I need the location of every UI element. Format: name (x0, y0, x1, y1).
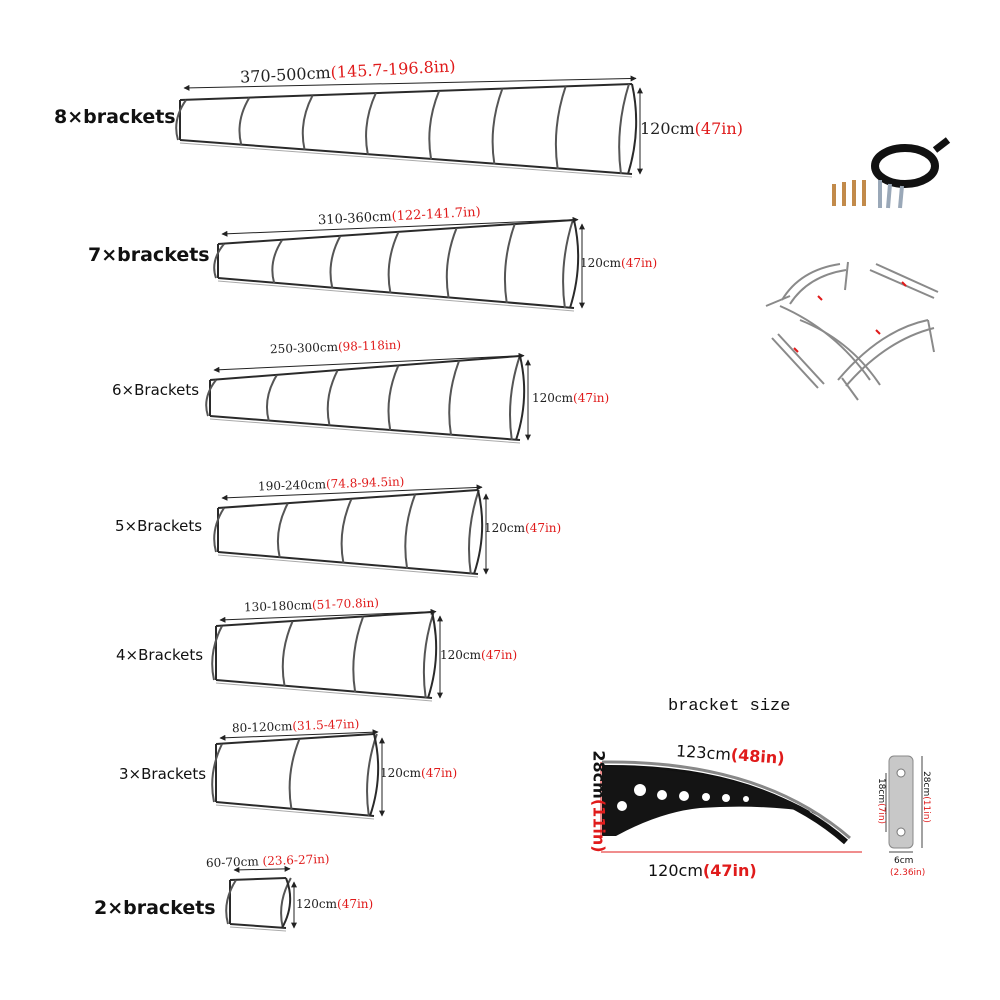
canopy-bracket-rib (554, 85, 567, 170)
canopy-7-height: 120cm(47in) (580, 256, 658, 270)
plate-height: 28cm(11in) (920, 771, 931, 823)
canopy-bracket-rib (491, 88, 504, 165)
canopy-bracket-rib (352, 616, 365, 693)
canopy-bracket-rib (428, 90, 441, 160)
bracket-diagram (600, 755, 923, 853)
canopy-bracket-rib (445, 227, 458, 299)
canopy-6-height: 120cm(47in) (532, 391, 610, 405)
plate-width-in: (2.36in) (890, 868, 926, 878)
canopy-bracket-rib (562, 219, 574, 309)
canopy-label-6: 6×Brackets (112, 381, 200, 399)
canopy-width-arrow (183, 75, 637, 91)
canopy-bracket-rib (387, 231, 400, 294)
canopy-frame-6 (205, 355, 526, 444)
canopy-3-height: 120cm(47in) (380, 766, 458, 780)
canopy-bracket-rib (340, 498, 353, 564)
plate-hole-spacing: 18cm(7in) (876, 777, 887, 825)
canopy-bracket-rib (326, 369, 339, 426)
rubber-seal-roll-icon (871, 144, 939, 188)
bracket-height: 28cm(11in) (589, 750, 609, 853)
canopy-bracket-rib (211, 625, 223, 681)
canopy-bracket-rib (225, 879, 237, 925)
canopy-bracket-rib (213, 507, 225, 553)
bracket-length: 120cm(47in) (648, 861, 757, 880)
bracket-scroll-ornament (617, 784, 749, 811)
canopy-label-2: 2×brackets (94, 897, 216, 919)
canopy-label-7: 7×brackets (88, 244, 210, 266)
canopy-label-5: 5×Brackets (115, 517, 203, 535)
canopy-bracket-rib (404, 494, 417, 569)
canopy-width-arrow (221, 216, 579, 237)
bracket-size-title: bracket size (668, 697, 791, 716)
canopy-frame-5 (213, 489, 484, 578)
canopy-bracket-rib (280, 877, 292, 929)
canopy-bracket-rib (238, 97, 251, 146)
bracket-arc (601, 760, 851, 840)
canopy-layer (175, 75, 643, 932)
canopy-bracket-rib (509, 355, 521, 441)
canopy-width-arrow (219, 608, 437, 623)
bracket-body (602, 766, 832, 836)
canopy-label-3: 3×Brackets (119, 765, 207, 783)
canopy-frame-4 (211, 611, 438, 702)
canopy-bracket-rib (205, 379, 217, 417)
canopy-bracket-rib (175, 99, 187, 141)
canopy-bracket-rib (366, 733, 378, 817)
canopy-4-height: 120cm(47in) (440, 648, 518, 662)
canopy-bracket-rib (365, 92, 377, 155)
canopy-bracket-rib (618, 83, 630, 175)
canopy-frame-3 (211, 733, 380, 820)
canopy-bracket-rib (503, 223, 516, 304)
canopy-bracket-rib (276, 503, 289, 558)
canopy-bracket-rib (213, 243, 225, 279)
canopy-label-4: 4×Brackets (116, 646, 204, 664)
canopy-bracket-rib (281, 620, 294, 687)
canopy-bracket-rib (329, 235, 342, 289)
canopy-8-height: 120cm(47in) (640, 119, 743, 138)
canopy-width-arrow (221, 484, 483, 501)
canopy-bracket-rib (301, 94, 314, 150)
plate-width-cm: 6cm (894, 856, 914, 866)
canopy-bracket-rib (288, 738, 301, 810)
canopy-frame-8 (175, 83, 638, 178)
canopy-bracket-rib (387, 365, 400, 431)
canopy-frame-7 (213, 219, 580, 312)
canopy-label-8: 8×brackets (54, 106, 176, 128)
canopy-2-height: 120cm(47in) (296, 897, 374, 911)
assembly-illustration (765, 261, 939, 401)
wall-plate (888, 755, 914, 849)
canopy-width-arrow (213, 352, 525, 373)
canopy-bracket-rib (271, 239, 283, 284)
canopy-bracket-rib (448, 360, 460, 436)
canopy-5-height: 120cm(47in) (484, 521, 562, 535)
canopy-frame-2 (225, 877, 292, 932)
canopy-width-arrow (233, 865, 291, 873)
hardware-kit (832, 137, 951, 209)
screws-icon (832, 180, 904, 209)
canopy-bracket-rib (211, 743, 223, 803)
canopy-width-arrow (219, 729, 379, 741)
canopy-bracket-rib (266, 374, 278, 422)
